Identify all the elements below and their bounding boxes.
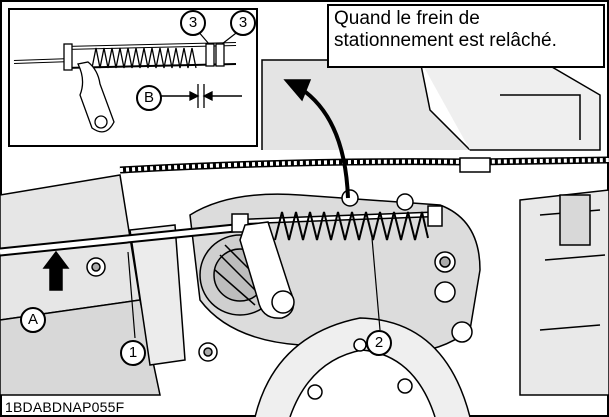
note-box bbox=[327, 4, 605, 68]
callout-cable: 1 bbox=[120, 340, 146, 366]
main-view bbox=[0, 19, 609, 417]
figure-code: 1BDABDNAP055F bbox=[5, 399, 125, 415]
note-line-2: stationnement est relâché. bbox=[334, 30, 557, 51]
callout-spring: 2 bbox=[366, 330, 392, 356]
note-text: Quand le frein de stationnement est relâ… bbox=[334, 8, 557, 52]
note-line-1: Quand le frein de bbox=[334, 8, 480, 29]
callout-dimension-b: B bbox=[136, 85, 162, 111]
callout-nut-right: 3 bbox=[230, 10, 256, 36]
callout-nut-left: 3 bbox=[180, 10, 206, 36]
callout-direction-a: A bbox=[20, 307, 46, 333]
detail-inset bbox=[8, 8, 258, 147]
